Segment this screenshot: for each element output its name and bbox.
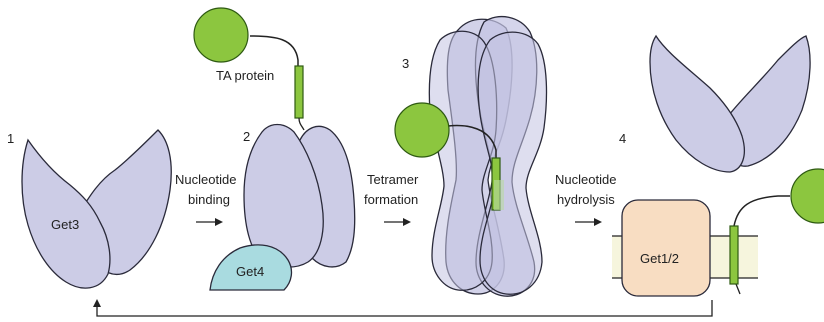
get12-label: Get1/2 — [640, 251, 679, 266]
get12-complex — [622, 200, 710, 296]
get3-label: Get3 — [51, 217, 79, 232]
inserted-ta-domain — [791, 169, 824, 223]
ta-protein-domain — [194, 8, 248, 62]
get4-label: Get4 — [236, 264, 264, 279]
return-arrow-icon — [97, 300, 712, 316]
step-4-release: Get1/2 — [612, 36, 824, 296]
transition-3: Nucleotide hydrolysis — [555, 172, 616, 222]
ta-protein-tmd — [295, 66, 303, 118]
transition-3-line1: Nucleotide — [555, 172, 616, 187]
inserted-ta-tether — [734, 196, 790, 226]
transition-2: Tetramer formation — [364, 172, 419, 222]
ta-protein-label: TA protein — [216, 68, 274, 83]
tetramer-ta-domain — [395, 103, 449, 157]
step-2-get3-closed: TA protein Get4 — [194, 8, 355, 290]
step-number-1: 1 — [7, 131, 14, 146]
transition-1: Nucleotide binding — [175, 172, 236, 222]
step-number-4: 4 — [619, 131, 626, 146]
step-1-get3-dimer: Get3 — [22, 130, 171, 288]
transition-2-line1: Tetramer — [367, 172, 419, 187]
released-get3-left — [650, 36, 744, 172]
inserted-ta-tmd — [730, 226, 738, 284]
step-3-tetramer — [395, 17, 546, 297]
step-number-2: 2 — [243, 129, 250, 144]
ta-protein-tether — [250, 36, 298, 68]
transition-1-line1: Nucleotide — [175, 172, 236, 187]
transition-1-line2: binding — [188, 192, 230, 207]
step-number-3: 3 — [402, 56, 409, 71]
transition-2-line2: formation — [364, 192, 418, 207]
transition-3-line2: hydrolysis — [557, 192, 615, 207]
tetramer-ta-tmd-shadow — [494, 180, 504, 210]
